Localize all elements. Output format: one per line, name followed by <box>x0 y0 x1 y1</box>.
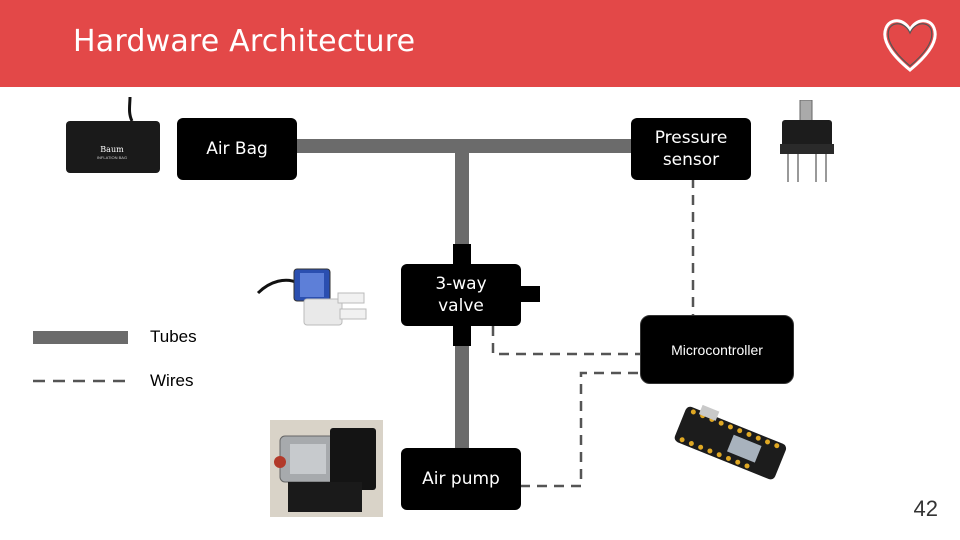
slide-title: Hardware Architecture <box>73 24 416 59</box>
bag-sub: INFLATION BAG <box>97 155 127 160</box>
pressure-sensor-photo <box>776 99 838 184</box>
wire-valve-to-mcu <box>491 326 642 356</box>
bag-brand: Baum <box>100 145 124 154</box>
tube-valve-to-pump <box>455 322 469 452</box>
legend-tubes-label: Tubes <box>150 327 197 346</box>
heart-icon <box>883 19 937 72</box>
valve-bottom-port <box>453 320 471 346</box>
valve-top-port <box>453 244 471 268</box>
wires <box>491 178 695 488</box>
valve-node: 3-way valve <box>401 264 521 326</box>
wire-pump-to-mcu <box>520 371 642 488</box>
legend-tube-swatch <box>33 331 128 344</box>
tubes <box>290 139 640 452</box>
air-bag-photo: Baum INFLATION BAG <box>64 95 160 175</box>
tube-tee-to-valve <box>455 139 469 269</box>
valve-side-port <box>518 286 540 302</box>
air-pump-photo <box>270 420 383 517</box>
microcontroller-photo <box>668 404 792 484</box>
valve-photo <box>256 263 374 333</box>
header-bar: Hardware Architecture <box>0 0 960 87</box>
air-pump-node: Air pump <box>401 448 521 510</box>
legend-wires-label: Wires <box>150 371 194 390</box>
microcontroller-node: Microcontroller <box>640 315 794 384</box>
air-bag-node: Air Bag <box>177 118 297 180</box>
pressure-sensor-node: Pressure sensor <box>631 118 751 180</box>
page-number: 42 <box>913 496 938 521</box>
